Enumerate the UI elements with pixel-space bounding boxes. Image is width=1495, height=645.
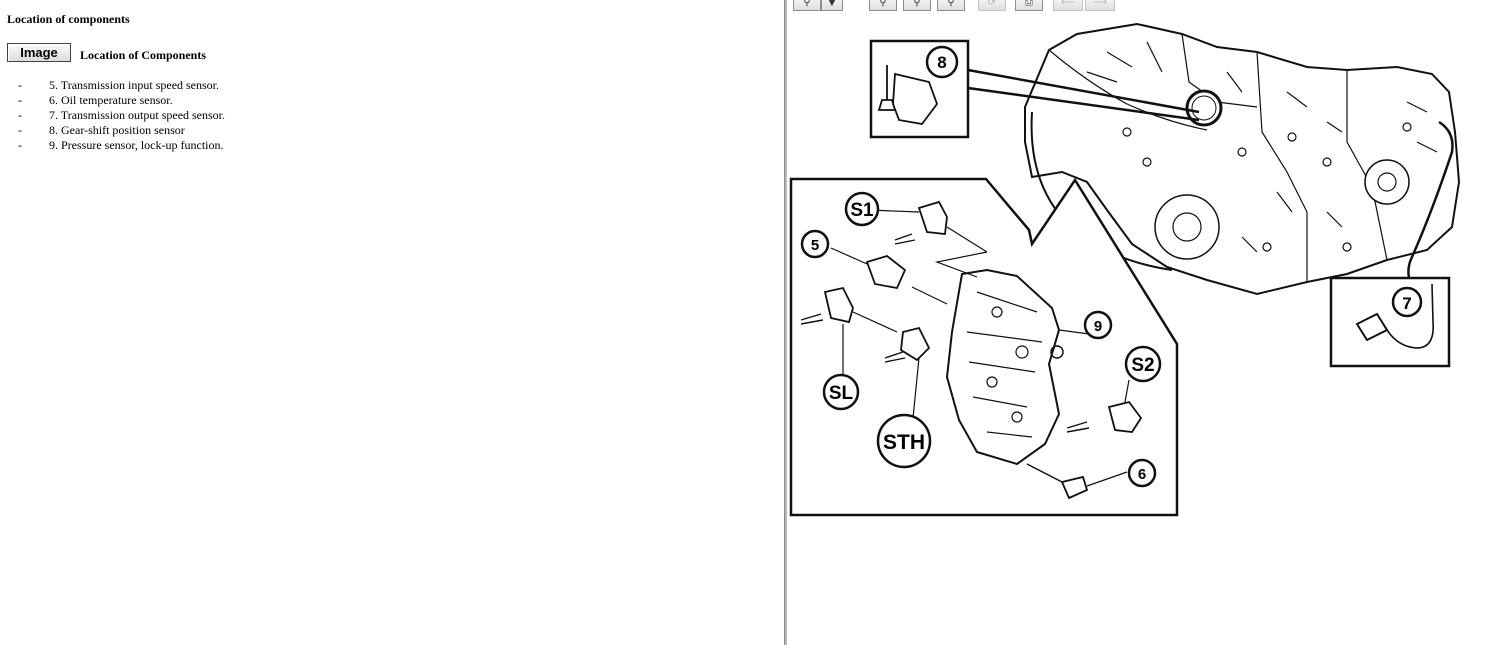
- list-item-text: 5. Transmission input speed sensor.: [49, 78, 220, 92]
- callout-label-sth: STH: [883, 431, 925, 454]
- list-item: - 9. Pressure sensor, lock-up function.: [18, 138, 225, 153]
- list-item-text: 8. Gear-shift position sensor: [49, 123, 185, 137]
- list-dash: -: [18, 108, 22, 122]
- callout-box-7: 7: [1329, 276, 1451, 368]
- list-item: - 5. Transmission input speed sensor.: [18, 78, 225, 93]
- zoom-dropdown-button[interactable]: ▼: [821, 0, 843, 11]
- callout-circle-sl: [822, 373, 860, 411]
- callout-circle-s1: [844, 191, 880, 227]
- page-heading: Location of components: [7, 12, 130, 26]
- callout-circle-6: [1127, 458, 1157, 488]
- callout-label-6: 6: [1138, 466, 1146, 483]
- pan-button[interactable]: ⚲: [937, 0, 965, 11]
- section-title: Location of Components: [80, 48, 207, 62]
- callout-label-7: 7: [1402, 294, 1411, 313]
- zoom-in-icon: ⚲: [879, 0, 887, 8]
- image-button[interactable]: Image: [7, 43, 71, 62]
- callout-circle-9: [1083, 310, 1113, 340]
- rotate-icon: ⟳: [987, 0, 997, 8]
- magnifier-button[interactable]: ⚲: [793, 0, 821, 11]
- dropdown-arrow-icon: ▼: [828, 0, 836, 8]
- components-diagram: 8 7: [789, 22, 1461, 517]
- callout-circle-8: [925, 45, 959, 79]
- callout-label-s1: S1: [850, 200, 874, 221]
- component-list: - 5. Transmission input speed sensor. - 6.…: [18, 78, 225, 153]
- list-item: - 6. Oil temperature sensor.: [18, 93, 225, 108]
- list-item-text: 6. Oil temperature sensor.: [49, 93, 173, 107]
- list-dash: -: [18, 93, 22, 107]
- callout-label-sl: SL: [829, 383, 854, 404]
- list-item: - 7. Transmission output speed sensor.: [18, 108, 225, 123]
- list-item-text: 9. Pressure sensor, lock-up function.: [49, 138, 224, 152]
- callout-box-8: 8: [869, 39, 1200, 139]
- zoom-out-icon: ⚲: [913, 0, 921, 8]
- transmission-drawing: [1024, 22, 1461, 296]
- print-icon: ⎙: [1025, 0, 1033, 8]
- magnifier-icon: ⚲: [803, 0, 811, 8]
- back-arrow-icon: ⟵: [1060, 0, 1076, 8]
- list-dash: -: [18, 78, 22, 92]
- callout-label-8: 8: [937, 53, 946, 72]
- print-button[interactable]: ⎙: [1015, 0, 1043, 11]
- back-button[interactable]: ⟵: [1053, 0, 1083, 11]
- list-dash: -: [18, 123, 22, 137]
- callout-circle-7: [1391, 286, 1423, 318]
- zoom-in-button[interactable]: ⚲: [869, 0, 897, 11]
- valve-body-detail-box: S1 5 9 S2 SL STH 6: [789, 177, 1179, 517]
- callout-circle-5: [800, 229, 830, 259]
- callout-label-5: 5: [811, 237, 819, 254]
- callout-label-s2: S2: [1131, 355, 1154, 376]
- list-item: - 8. Gear-shift position sensor: [18, 123, 225, 138]
- forward-arrow-icon: ⟶: [1092, 0, 1108, 8]
- rotate-button[interactable]: ⟳: [978, 0, 1006, 11]
- forward-button[interactable]: ⟶: [1085, 0, 1115, 11]
- callout-label-9: 9: [1094, 318, 1102, 335]
- document-pane: Location of components Image Location of…: [7, 12, 226, 153]
- callout-circle-sth: [876, 413, 932, 469]
- list-item-text: 7. Transmission output speed sensor.: [49, 108, 226, 122]
- callout-circle-s2: [1124, 345, 1162, 383]
- pane-splitter[interactable]: [784, 0, 787, 645]
- pan-icon: ⚲: [947, 0, 955, 8]
- list-dash: -: [18, 138, 22, 152]
- image-viewer-pane: ⚲ ▼ ⚲ ⚲ ⚲ ⟳ ⎙ ⟵ ⟶: [787, 0, 1495, 645]
- zoom-out-button[interactable]: ⚲: [903, 0, 931, 11]
